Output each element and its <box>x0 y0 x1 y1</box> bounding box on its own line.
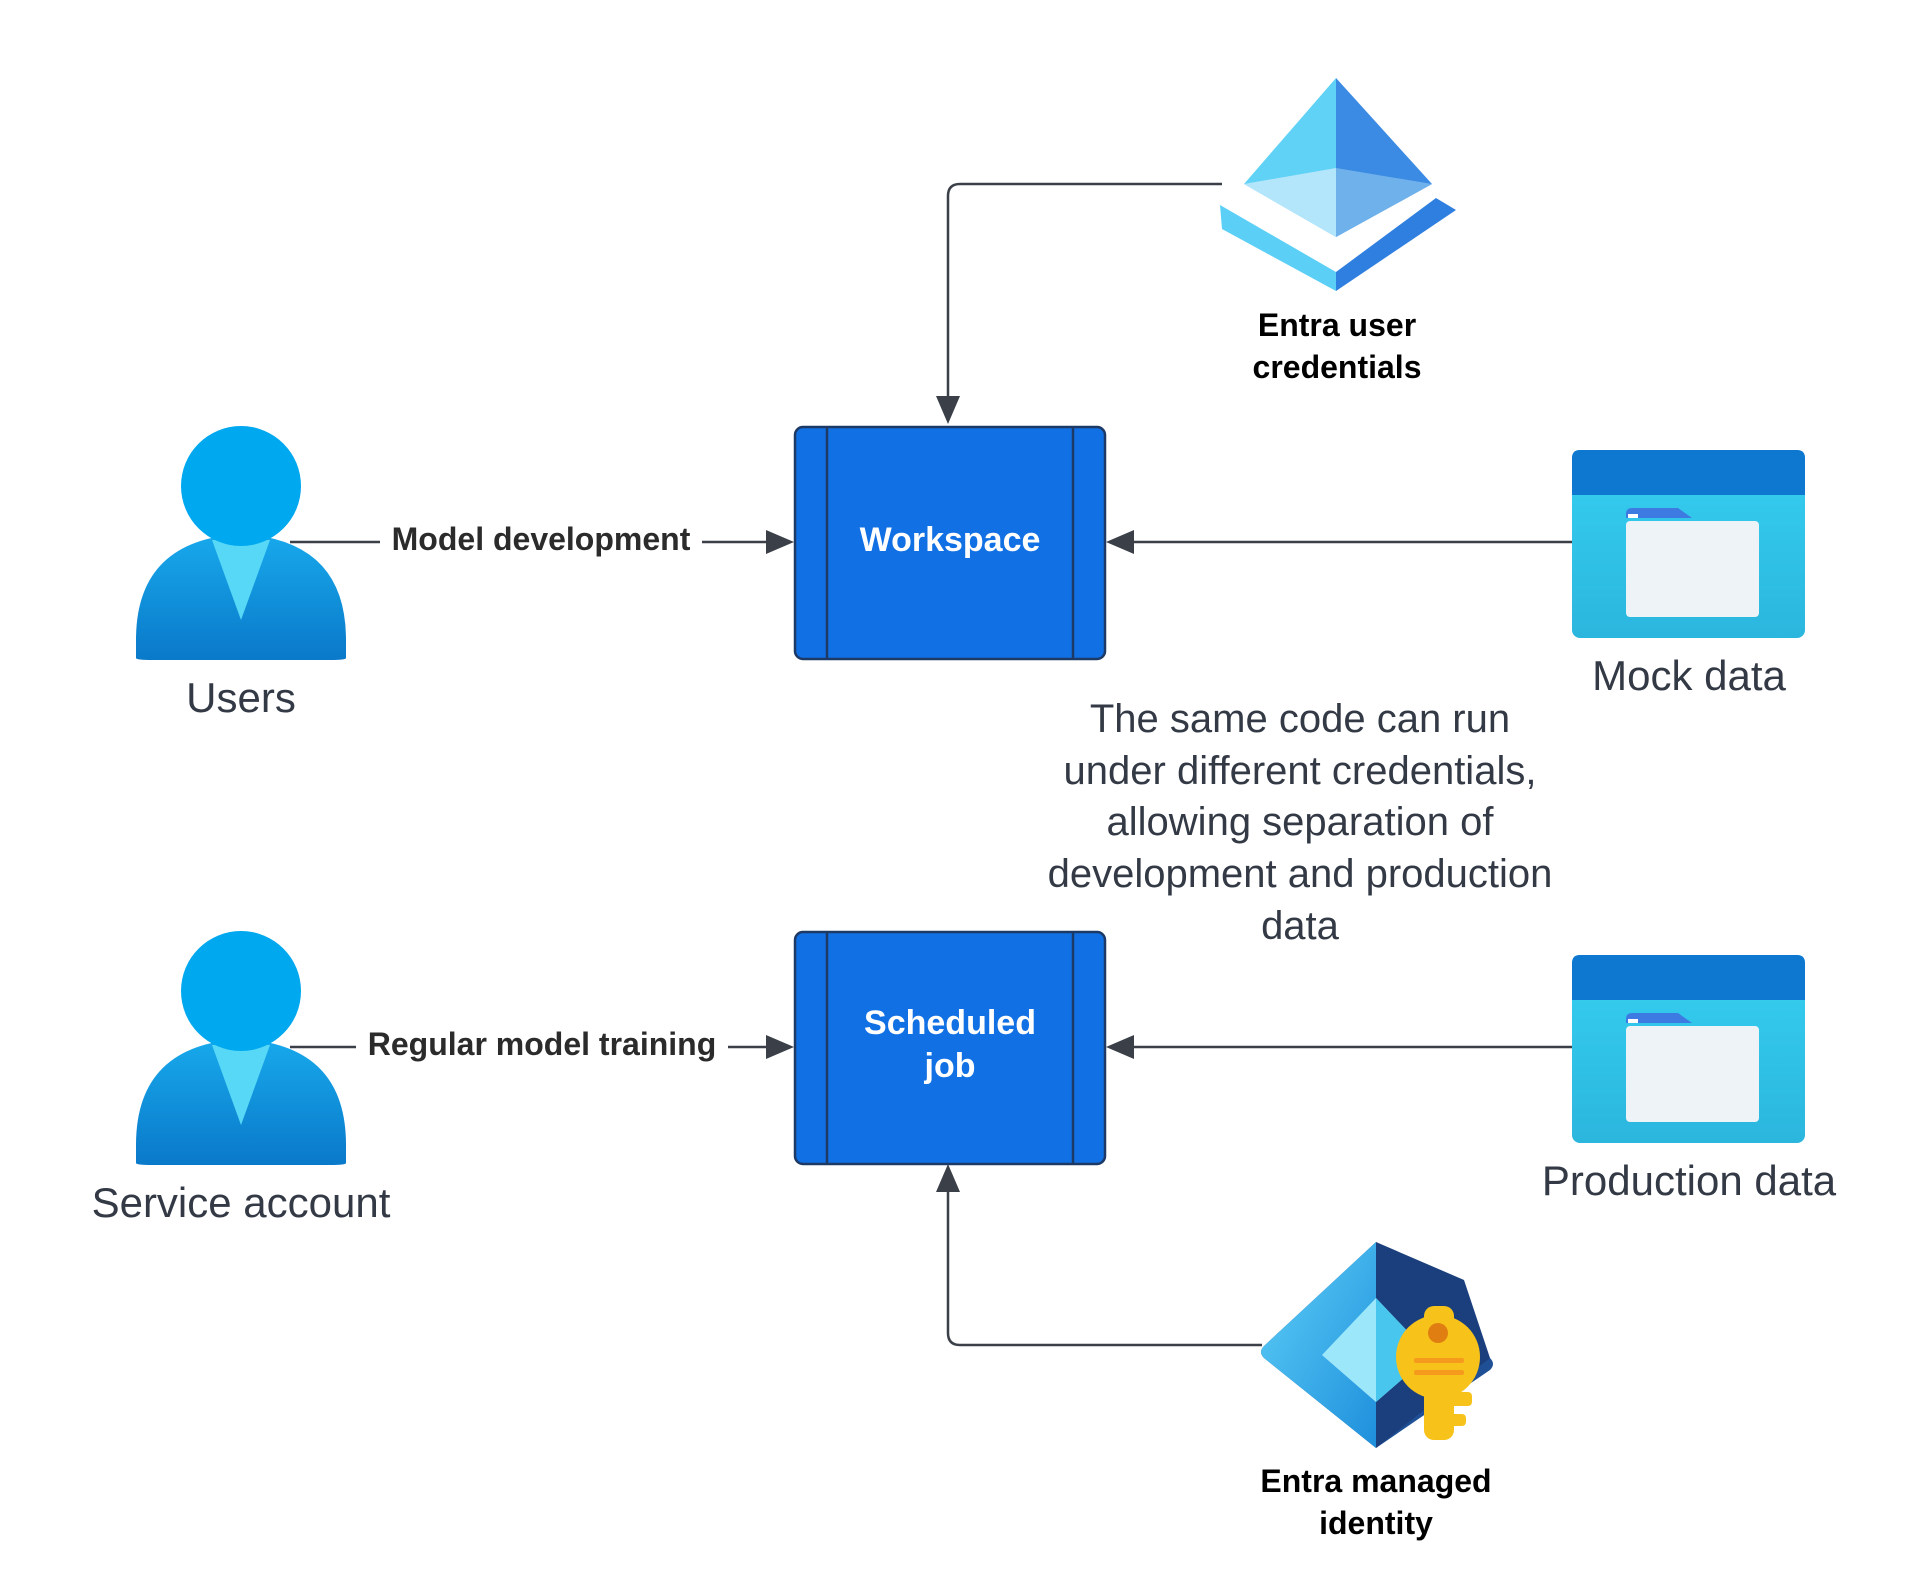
production-data-storage-icon <box>1572 955 1805 1143</box>
scheduled-job-box[interactable]: Scheduled job <box>793 930 1107 1166</box>
note-line: under different credentials, <box>1064 749 1537 793</box>
note-line: The same code can run <box>1090 697 1510 741</box>
user-icon <box>136 426 346 660</box>
entra-managed-identity-label-line1: Entra managed <box>1260 1463 1491 1499</box>
entra-user-credentials-label-line1: Entra user <box>1258 307 1416 343</box>
edge-mockdata-to-workspace <box>1106 530 1572 554</box>
entra-id-icon <box>1220 78 1456 291</box>
mock-data-storage-icon <box>1572 450 1805 638</box>
entra-managed-identity-label-line2: identity <box>1319 1505 1433 1541</box>
note-text-block: The same code can run under different cr… <box>1048 697 1553 948</box>
service-account-icon <box>136 931 346 1165</box>
scheduled-job-label-line1: Scheduled <box>864 1004 1036 1042</box>
service-account-label: Service account <box>92 1179 391 1226</box>
users-label: Users <box>186 674 296 721</box>
note-line: development and production <box>1048 852 1553 896</box>
note-line: allowing separation of <box>1107 800 1495 844</box>
edge-managed-identity-to-scheduled-job <box>936 1164 1262 1347</box>
production-data-label: Production data <box>1542 1157 1837 1204</box>
key-icon <box>1396 1306 1480 1440</box>
mock-data-label: Mock data <box>1592 652 1786 699</box>
edge-label-regular-model-training: Regular model training <box>368 1026 716 1062</box>
entra-user-credentials-label-line2: credentials <box>1253 349 1422 385</box>
workspace-box[interactable]: Workspace <box>793 425 1107 661</box>
scheduled-job-label-line2: job <box>924 1047 976 1085</box>
workspace-label: Workspace <box>860 521 1041 559</box>
note-line: data <box>1261 904 1340 948</box>
edge-credentials-to-workspace <box>936 182 1250 424</box>
edge-productiondata-to-scheduled-job <box>1106 1035 1572 1059</box>
edge-label-regular-model-training-group: Regular model training <box>356 1024 728 1066</box>
edge-label-model-development-group: Model development <box>380 520 702 562</box>
edge-label-model-development: Model development <box>392 521 691 557</box>
